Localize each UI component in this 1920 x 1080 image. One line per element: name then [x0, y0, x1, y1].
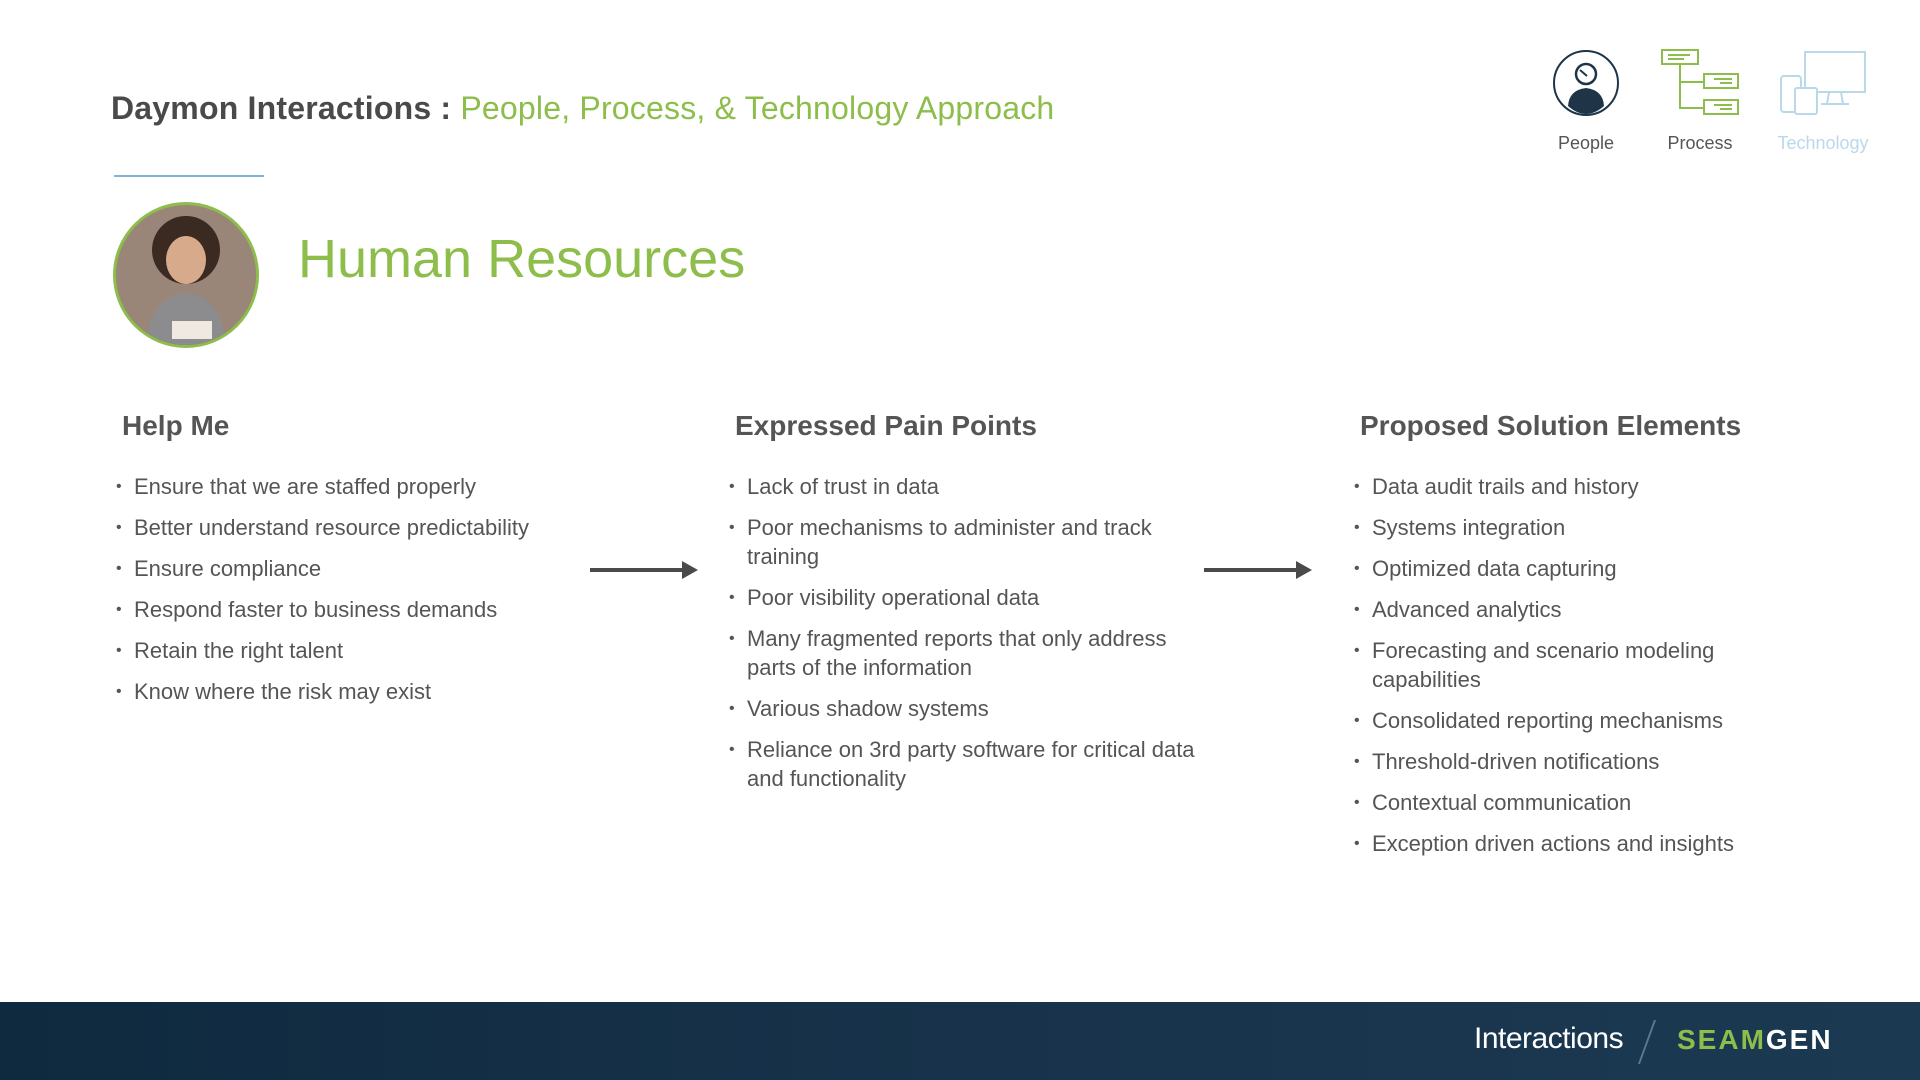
department-title: Human Resources	[298, 229, 746, 289]
seamgen-logo: SEAMGEN	[1677, 1024, 1833, 1056]
process-label: Process	[1667, 133, 1733, 153]
slide-title: Daymon Interactions : People, Process, &…	[111, 90, 1054, 127]
list-item: Threshold-driven notifications	[1354, 747, 1800, 776]
solution-heading: Proposed Solution Elements	[1360, 410, 1742, 441]
list-item: Retain the right talent	[116, 636, 592, 665]
list-item: Poor mechanisms to administer and track …	[729, 513, 1195, 571]
title-underline-divider	[114, 175, 264, 177]
help-me-heading: Help Me	[122, 410, 230, 441]
arrow-right-icon	[1204, 561, 1312, 579]
technology-icon	[1780, 51, 1866, 115]
avatar	[113, 202, 259, 348]
pain-points-list: Lack of trust in data Poor mechanisms to…	[729, 472, 1195, 793]
list-item: Reliance on 3rd party software for criti…	[729, 735, 1195, 793]
list-item: Poor visibility operational data	[729, 583, 1195, 612]
people-nav[interactable]: People	[1538, 48, 1634, 154]
list-item: Exception driven actions and insights	[1354, 829, 1800, 858]
people-icon	[1553, 50, 1619, 116]
help-me-list: Ensure that we are staffed properly Bett…	[116, 472, 592, 706]
list-item: Better understand resource predictabilit…	[116, 513, 592, 542]
list-item: Know where the risk may exist	[116, 677, 592, 706]
process-nav[interactable]: Process	[1654, 48, 1746, 154]
technology-label: Technology	[1777, 133, 1869, 153]
list-item: Various shadow systems	[729, 694, 1195, 723]
pain-points-column: Expressed Pain Points Lack of trust in d…	[729, 410, 1195, 805]
list-item: Consolidated reporting mechanisms	[1354, 706, 1800, 735]
slide-title-separator: :	[431, 90, 461, 126]
list-item: Lack of trust in data	[729, 472, 1195, 501]
technology-nav[interactable]: Technology	[1770, 48, 1876, 154]
slide-title-subtitle: People, Process, & Technology Approach	[460, 90, 1055, 126]
solution-list: Data audit trails and history Systems in…	[1354, 472, 1800, 858]
pain-points-heading: Expressed Pain Points	[735, 410, 1037, 441]
arrow-right-icon	[590, 561, 698, 579]
footer-bar: Interactions SEAMGEN	[0, 1002, 1920, 1080]
process-icon	[1661, 49, 1739, 115]
list-item: Data audit trails and history	[1354, 472, 1800, 501]
help-me-column: Help Me Ensure that we are staffed prope…	[116, 410, 592, 718]
list-item: Forecasting and scenario modeling capabi…	[1354, 636, 1800, 694]
list-item: Many fragmented reports that only addres…	[729, 624, 1195, 682]
solution-column: Proposed Solution Elements Data audit tr…	[1354, 410, 1800, 870]
woman-portrait-image	[116, 205, 256, 345]
list-item: Ensure compliance	[116, 554, 592, 583]
list-item: Ensure that we are staffed properly	[116, 472, 592, 501]
people-label: People	[1557, 133, 1615, 153]
interactions-logo: Interactions	[1474, 1022, 1624, 1055]
logo-divider	[1637, 1020, 1657, 1064]
seamgen-logo-white: GEN	[1765, 1024, 1833, 1055]
list-item: Optimized data capturing	[1354, 554, 1800, 583]
list-item: Systems integration	[1354, 513, 1800, 542]
slide-title-company: Daymon Interactions	[111, 90, 432, 126]
seamgen-logo-green: SEAM	[1677, 1024, 1766, 1055]
list-item: Respond faster to business demands	[116, 595, 592, 624]
list-item: Advanced analytics	[1354, 595, 1800, 624]
list-item: Contextual communication	[1354, 788, 1800, 817]
